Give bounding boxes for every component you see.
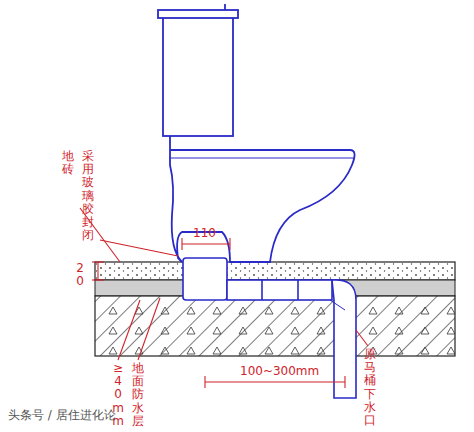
floor-slab <box>95 262 455 356</box>
watermark: 头条号 / 居住进化论 <box>8 408 116 422</box>
flange-dimension: 110 <box>193 226 216 240</box>
tile-note: 地砖 <box>62 150 74 176</box>
dimension-lines <box>80 208 368 388</box>
offset-dimension: 100~300mm <box>240 364 319 378</box>
sealant-note: 采用玻璃胶封闭 <box>82 150 94 242</box>
outlet-note: 原马桶下水口 <box>364 348 376 427</box>
waterproof-note: 地面防水层 <box>132 362 144 428</box>
toilet <box>158 4 355 262</box>
drain-pipe <box>183 258 356 398</box>
thickness-dimension: 20 <box>74 262 86 288</box>
